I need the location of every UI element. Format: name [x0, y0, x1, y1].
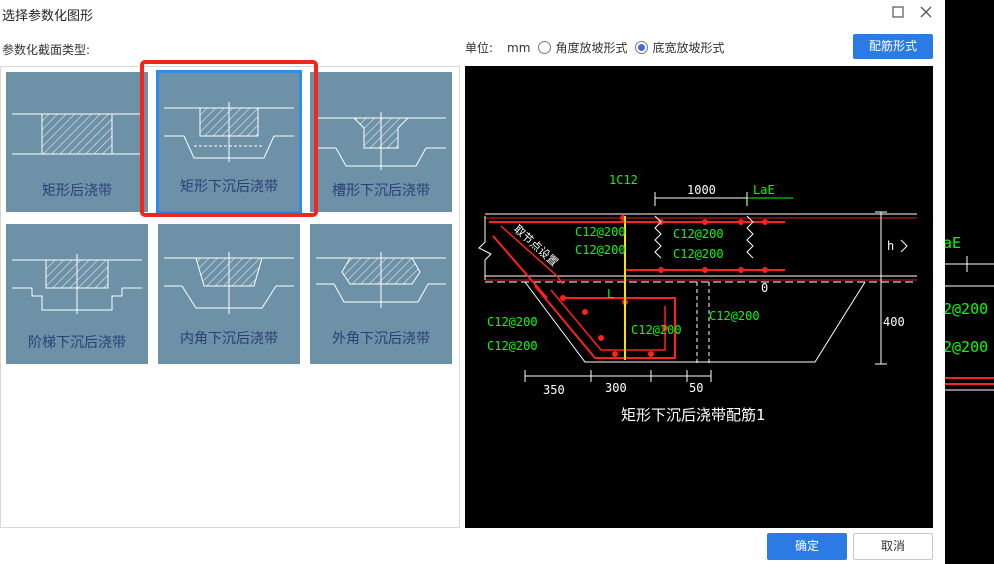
tile-caption: 矩形下沉后浇带 [180, 179, 278, 195]
strip-c12-1: 2@200 [945, 300, 988, 318]
tile-caption: 内角下沉后浇带 [180, 331, 278, 347]
cancel-button[interactable]: 取消 [853, 533, 933, 560]
tile-caption: 矩形后浇带 [42, 183, 112, 199]
unit-row: 单位: mm 角度放坡形式 底宽放坡形式 [465, 39, 724, 56]
label-dim-300: 300 [605, 381, 627, 395]
label-lae: LaE [753, 183, 775, 197]
groove-sunken-diagram [316, 112, 446, 170]
strip-c12-2: 2@200 [945, 338, 988, 356]
stepped-sunken-diagram [12, 254, 142, 314]
label-c12-h: C12@200 [709, 309, 760, 323]
label-c12-a: C12@200 [575, 225, 626, 239]
unit-value: mm [507, 40, 531, 55]
radio-bottom-width-slope[interactable] [635, 41, 649, 54]
rebar-preview: 1C12 1000 LaE h 0 400 L 350 300 50 C12@2… [465, 66, 933, 528]
rect-post-pour-diagram [12, 113, 142, 155]
inner-corner-diagram [164, 252, 294, 314]
outer-corner-diagram [316, 252, 446, 308]
tile-stepped-sunken-post-pour[interactable]: 阶梯下沉后浇带 [3, 221, 151, 366]
rebar-form-button[interactable]: 配筋形式 [853, 34, 933, 59]
label-c12-g: C12@200 [631, 323, 682, 337]
rect-sunken-diagram [164, 102, 294, 162]
rebar-drawing: 1C12 1000 LaE h 0 400 L 350 300 50 C12@2… [478, 173, 917, 424]
label-zero: 0 [761, 281, 768, 295]
tile-caption: 外角下沉后浇带 [332, 331, 430, 347]
label-h: h [887, 239, 894, 253]
selection-highlight-frame [140, 60, 318, 217]
label-dim-1000: 1000 [687, 183, 716, 197]
section-type-grid: 矩形后浇带 矩形下沉后浇带 [0, 66, 460, 528]
tile-groove-sunken-post-pour[interactable]: 槽形下沉后浇带 [307, 69, 455, 214]
label-top-bar: 1C12 [609, 173, 638, 187]
preview-title: 矩形下沉后浇带配筋1 [621, 406, 766, 424]
label-c12-b: C12@200 [575, 243, 626, 257]
maximize-icon[interactable] [890, 4, 906, 20]
tile-inner-corner-sunken-post-pour[interactable]: 内角下沉后浇带 [155, 221, 303, 366]
tile-caption: 阶梯下沉后浇带 [28, 335, 126, 351]
background-cad-strip: aE 2@200 2@200 [945, 0, 994, 564]
strip-lae: aE [945, 234, 961, 252]
radio-angle-slope[interactable] [538, 41, 552, 54]
label-dim-50: 50 [689, 381, 703, 395]
ok-button[interactable]: 确定 [767, 533, 847, 560]
dialog-title: 选择参数化图形 [2, 9, 94, 24]
label-dim-350: 350 [543, 383, 565, 397]
label-c12-e: C12@200 [487, 315, 538, 329]
unit-label: 单位: [465, 41, 494, 55]
label-note: 取节点设置 [511, 223, 561, 269]
tile-outer-corner-sunken-post-pour[interactable]: 外角下沉后浇带 [307, 221, 455, 366]
radio-angle-slope-label[interactable]: 角度放坡形式 [555, 41, 628, 55]
tile-caption: 槽形下沉后浇带 [332, 183, 430, 199]
label-dim-400: 400 [883, 315, 905, 329]
dialog: 选择参数化图形 参数化截面类型: 矩形后浇带 [0, 4, 934, 560]
label-c12-f: C12@200 [487, 339, 538, 353]
tile-rect-sunken-post-pour[interactable]: 矩形下沉后浇带 [155, 69, 303, 214]
label-c12-c: C12@200 [673, 227, 724, 241]
label-L: L [607, 287, 614, 301]
tile-rect-post-pour[interactable]: 矩形后浇带 [3, 69, 151, 214]
close-icon[interactable] [918, 4, 934, 20]
section-type-label: 参数化截面类型: [2, 43, 91, 57]
label-c12-d: C12@200 [673, 247, 724, 261]
radio-bottom-width-slope-label[interactable]: 底宽放坡形式 [652, 41, 725, 55]
